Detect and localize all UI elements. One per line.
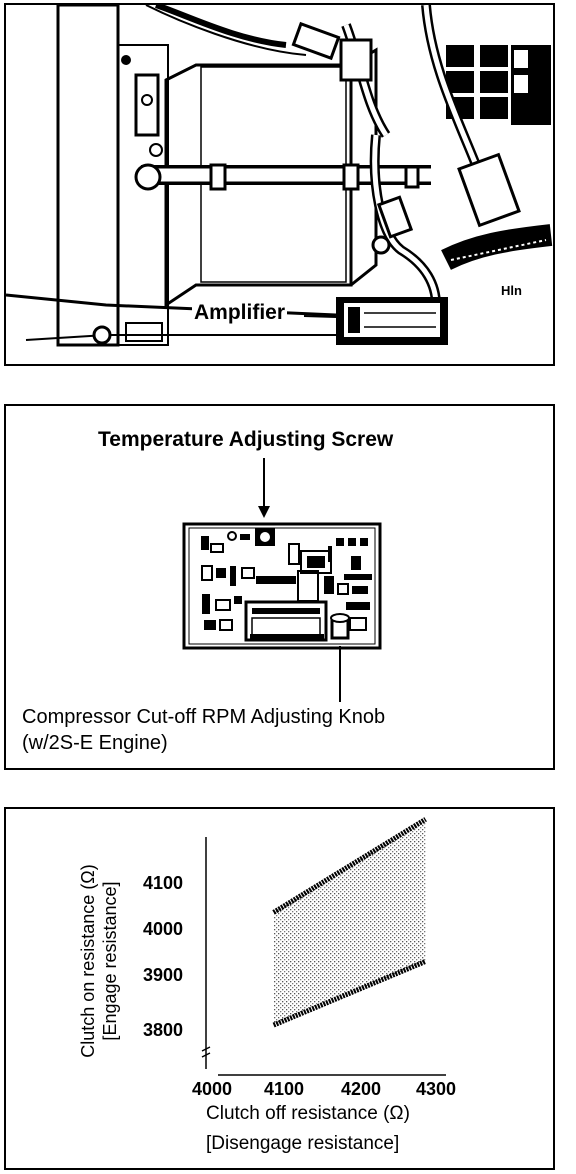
resistance-chart-panel: Clutch on resistance (Ω) [Engage resista… xyxy=(4,807,555,1170)
temperature-screw-label: Temperature Adjusting Screw xyxy=(98,428,394,451)
acceptable-range-band xyxy=(273,819,426,1026)
x-axis-title: Clutch off resistance (Ω) xyxy=(206,1103,410,1124)
resistance-chart xyxy=(201,817,446,1076)
knob-label-line2: (w/2S-E Engine) xyxy=(22,732,168,754)
temperature-adjusting-screw xyxy=(255,528,275,546)
knob-label-line1: Compressor Cut-off RPM Adjusting Knob xyxy=(22,706,386,728)
y-axis-subtitle: [Engage resistance] xyxy=(100,881,120,1041)
amplifier-label: Amplifier xyxy=(192,301,288,325)
y-tick-label: 3800 xyxy=(143,1020,184,1040)
dashboard-illustration: Hln xyxy=(6,5,553,347)
y-tick-label: 4000 xyxy=(143,919,184,939)
svg-text:Hln: Hln xyxy=(501,283,522,298)
y-tick-label: 3900 xyxy=(143,965,184,985)
x-axis-subtitle: [Disengage resistance] xyxy=(206,1133,400,1154)
y-axis-label: Clutch on resistance (Ω) [Engage resista… xyxy=(68,821,130,1101)
adjustment-panel: Temperature Adjusting Screw Compressor C… xyxy=(4,404,555,770)
y-axis-title: Clutch on resistance (Ω) xyxy=(78,864,98,1058)
x-tick-label: 4200 xyxy=(341,1079,382,1099)
x-tick-label: 4100 xyxy=(264,1079,305,1099)
compressor-cutoff-rpm-knob xyxy=(330,613,350,640)
upper-boundary-line xyxy=(272,817,427,915)
amplifier-board-illustration xyxy=(182,458,382,702)
x-tick-label: 4300 xyxy=(416,1079,457,1099)
y-tick-label: 4100 xyxy=(143,873,184,893)
amplifier-unit xyxy=(336,297,448,345)
lower-boundary-line xyxy=(272,959,427,1028)
y-axis-break xyxy=(201,1046,211,1058)
x-tick-label: 4000 xyxy=(192,1079,233,1099)
amplifier-location-panel: Hln Amplifier xyxy=(4,3,555,366)
